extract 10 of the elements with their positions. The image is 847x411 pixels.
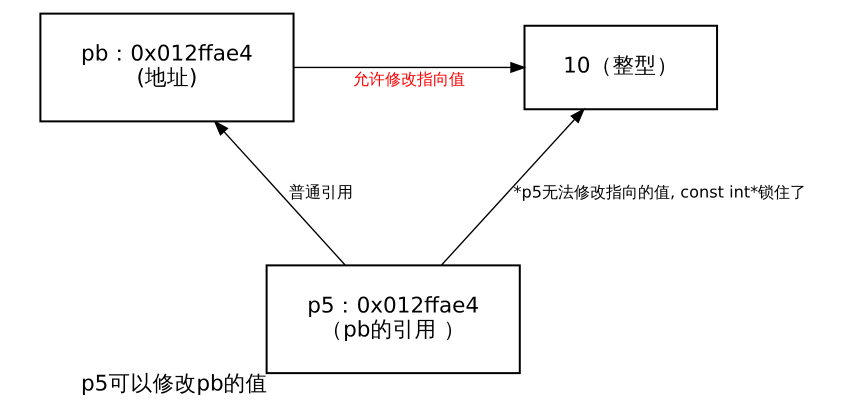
arrow: [294, 62, 526, 74]
arrow: [214, 120, 346, 266]
node-box: 10（整型）: [523, 24, 718, 110]
node-box: p5：0x012ffae4 （pb的引用 ）: [266, 264, 521, 374]
edge-label: 普通引用: [289, 182, 354, 202]
edge-label: 允许修改指向值: [353, 69, 466, 88]
node-label: p5可以修改pb的值: [81, 371, 268, 396]
arrow: [440, 108, 586, 266]
node-box: pb：0x012ffae4 (地址): [39, 12, 295, 122]
edge-label: *p5无法修改指向的值, const int*锁住了: [513, 182, 806, 202]
